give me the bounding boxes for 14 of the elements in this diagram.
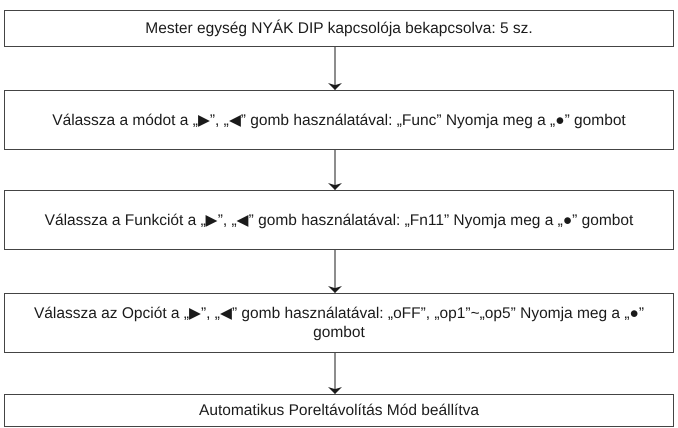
arrow xyxy=(328,46,342,90)
step-text: Automatikus Poreltávolítás Mód beállítva xyxy=(199,401,479,420)
process-box xyxy=(4,394,674,427)
arrow xyxy=(328,250,342,294)
step-text: Válassza a módot a „▶”, „◀” gomb használatával: „Func” Nyomja meg a „●” gombot xyxy=(52,110,626,130)
step-text: Válassza az Opciót a „▶”, „◀” gomb használatával: „oFF”, „op1”~„op5” Nyomja meg a „●” gombot xyxy=(32,304,646,342)
process-box xyxy=(4,190,674,250)
process-box xyxy=(4,10,674,47)
step-text: Mester egység NYÁK DIP kapcsolója bekapcsolva: 5 sz. xyxy=(145,19,533,38)
arrow xyxy=(328,150,342,190)
process-box xyxy=(4,293,674,353)
arrow xyxy=(328,352,342,394)
process-box xyxy=(4,90,674,150)
step-text: Válassza a Funkciót a „▶”, „◀” gomb használatával: „Fn11” Nyomja meg a „●” gombot xyxy=(44,210,634,230)
